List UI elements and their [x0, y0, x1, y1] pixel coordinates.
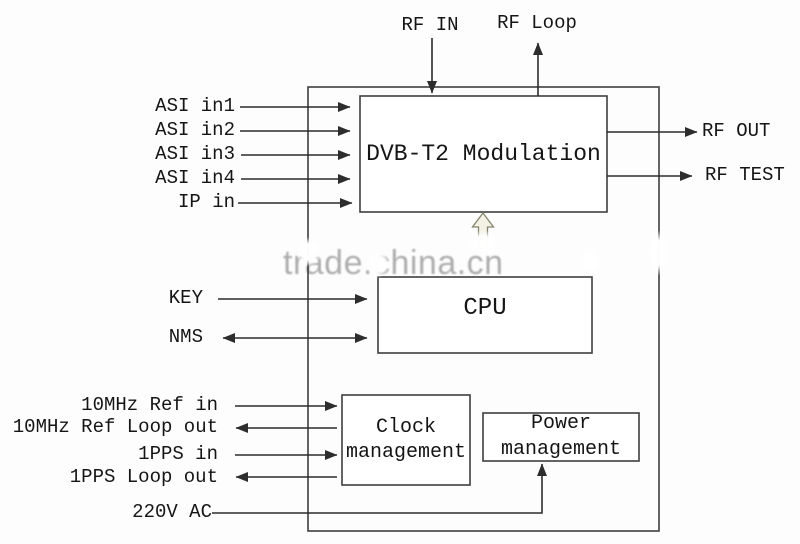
rf-out-label: RF OUT: [702, 120, 771, 142]
ref-10mhz-in-label: 10MHz Ref in: [81, 394, 218, 416]
cpu-to-modulation-arrow: [471, 211, 495, 249]
modulation-label: DVB-T2 Modulation: [366, 141, 601, 167]
ip-in-label: IP in: [177, 191, 235, 213]
power-box: [482, 412, 640, 462]
asi-in1-label: ASI in1: [155, 95, 235, 117]
chassis-box: [307, 86, 660, 532]
modulation-box: [359, 95, 608, 213]
clock-box: [341, 394, 471, 486]
power-label-line1: Power: [530, 412, 591, 435]
ac-220v-label: 220V AC: [132, 501, 212, 523]
power-label-line2: management: [500, 438, 622, 461]
nms-label: NMS: [168, 326, 203, 348]
rf-test-label: RF TEST: [705, 164, 785, 186]
pps-in-label: 1PPS in: [138, 443, 218, 465]
cpu-box: [377, 276, 593, 354]
ref-10mhz-loop-out-label: 10MHz Ref Loop out: [12, 416, 218, 438]
key-label: KEY: [168, 287, 203, 309]
pps-loop-out-label: 1PPS Loop out: [69, 466, 218, 488]
rf-in-label: RF IN: [401, 14, 459, 36]
asi-in3-label: ASI in3: [155, 143, 235, 165]
rf-loop-label: RF Loop: [497, 12, 577, 34]
asi-in4-label: ASI in4: [155, 167, 235, 189]
cpu-label: CPU: [463, 294, 507, 322]
clock-label-line2: management: [345, 441, 467, 464]
asi-in2-label: ASI in2: [155, 119, 235, 141]
ac-power-arrow: [212, 463, 547, 514]
clock-label-line1: Clock: [375, 416, 436, 439]
